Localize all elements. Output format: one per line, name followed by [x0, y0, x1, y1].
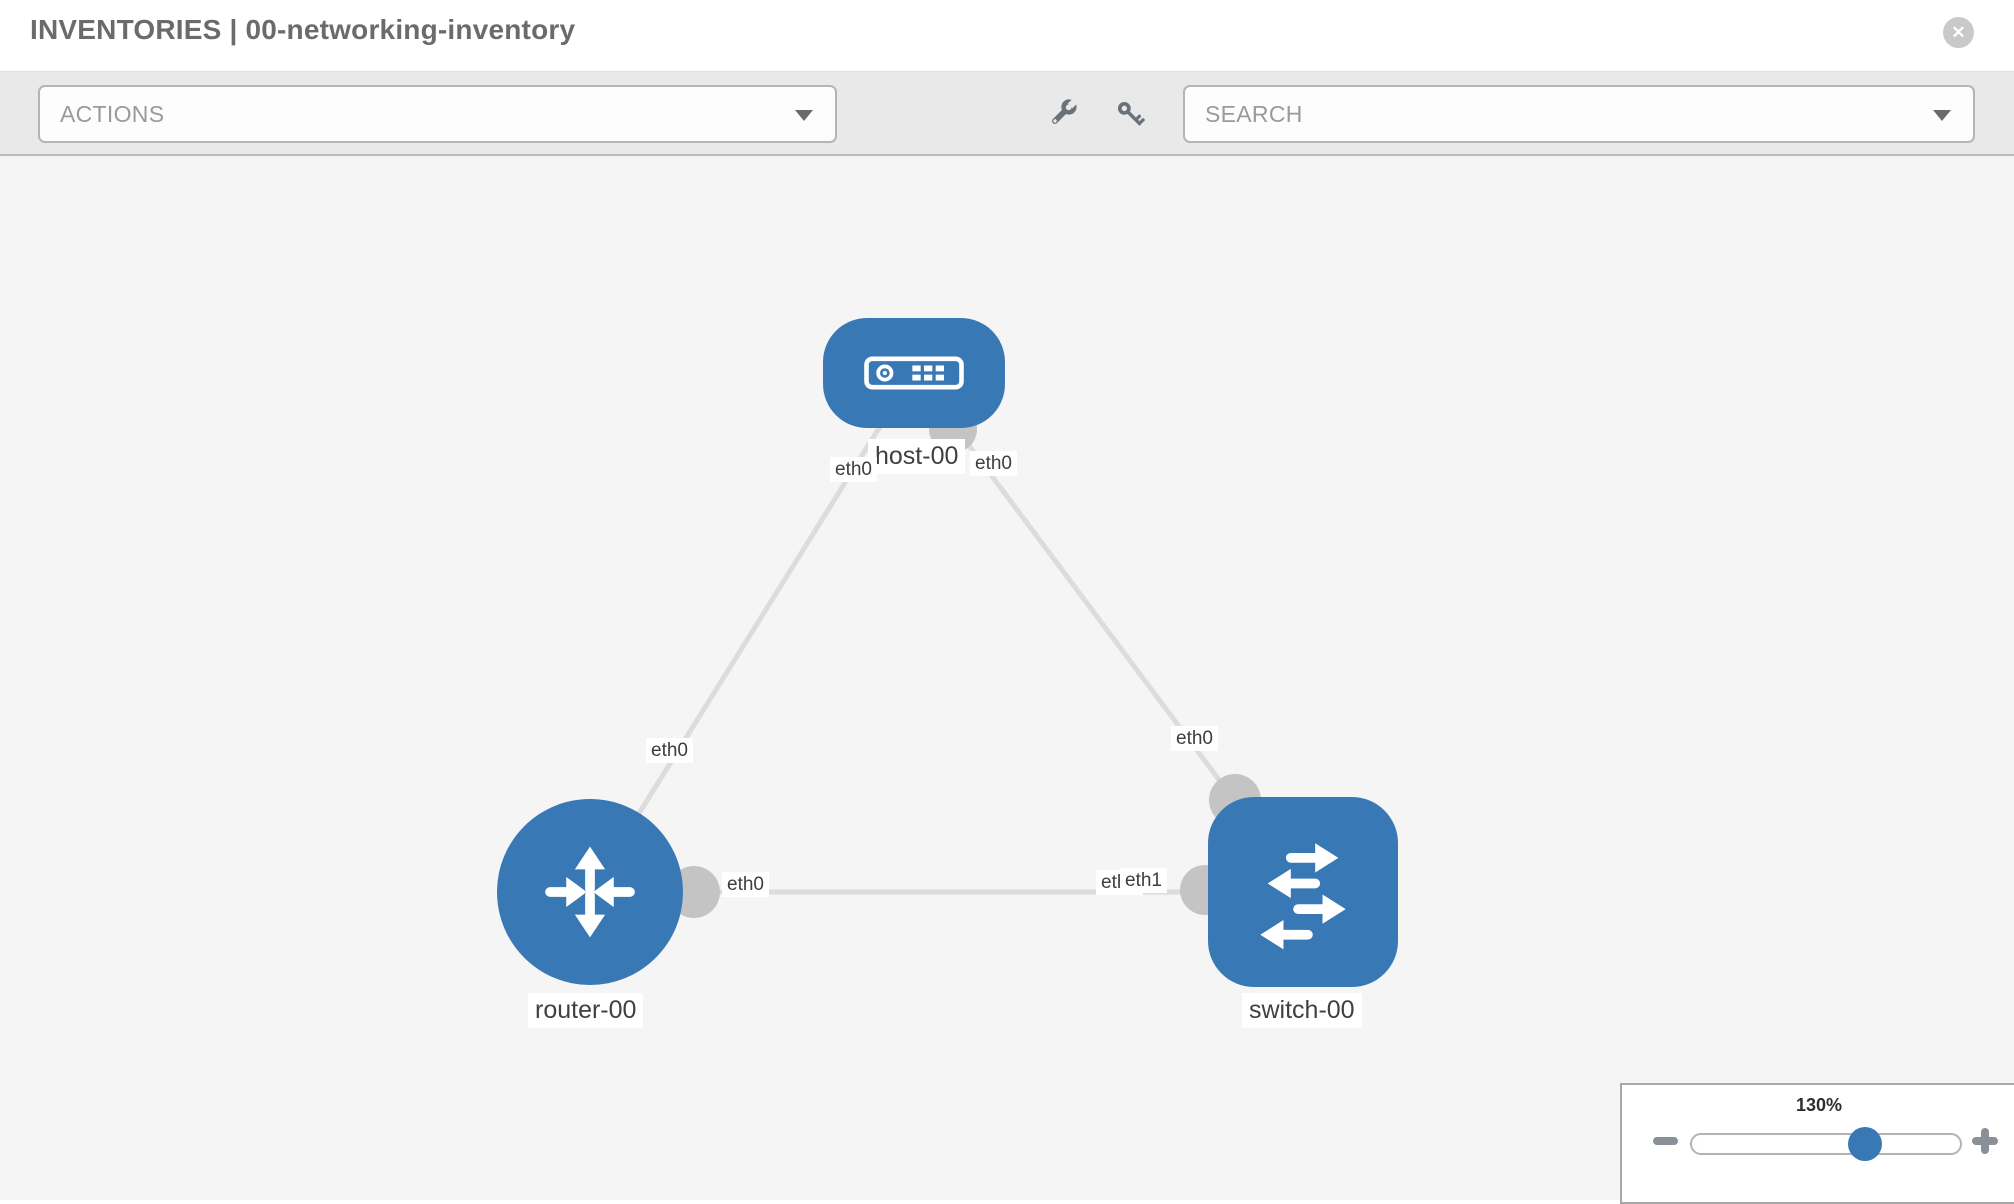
- toolbar: ACTIONS SEARCH: [0, 72, 2014, 156]
- search-dropdown[interactable]: SEARCH: [1183, 85, 1975, 143]
- switch-icon: [1260, 843, 1346, 950]
- wrench-icon: [1052, 97, 1079, 124]
- chevron-down-icon: [795, 110, 813, 121]
- zoom-out-button[interactable]: [1653, 1137, 1678, 1145]
- actions-dropdown[interactable]: ACTIONS: [38, 85, 837, 143]
- node-label-switch: switch-00: [1242, 993, 1362, 1028]
- host-icon: [864, 356, 964, 390]
- iface-label-switch-to-router: eth1: [1120, 868, 1167, 894]
- node-switch-00[interactable]: [1208, 797, 1398, 987]
- router-icon: [545, 846, 635, 938]
- node-router-00[interactable]: [497, 799, 683, 985]
- configure-button[interactable]: [1044, 94, 1082, 132]
- iface-label-router-to-switch: eth0: [722, 872, 769, 898]
- chevron-down-icon: [1933, 110, 1951, 121]
- close-icon: ✕: [1951, 23, 1966, 42]
- node-label-router: router-00: [528, 993, 644, 1028]
- node-label-host: host-00: [868, 439, 966, 474]
- zoom-slider-thumb[interactable]: [1848, 1127, 1882, 1161]
- key-button[interactable]: [1112, 96, 1150, 134]
- key-icon: [1117, 101, 1145, 126]
- node-host-00[interactable]: [823, 318, 1005, 428]
- zoom-panel: 130%: [1620, 1083, 2014, 1204]
- page-title: INVENTORIES | 00-networking-inventory: [30, 14, 576, 45]
- close-button[interactable]: ✕: [1943, 17, 1974, 48]
- zoom-slider-track[interactable]: [1690, 1127, 1962, 1161]
- zoom-in-button[interactable]: [1972, 1128, 1998, 1154]
- search-placeholder: SEARCH: [1205, 100, 1303, 127]
- iface-label-host-to-router: eth0: [830, 457, 877, 483]
- actions-dropdown-label: ACTIONS: [60, 100, 165, 127]
- iface-label-host-to-switch: eth0: [970, 451, 1017, 477]
- iface-label-router-to-host: eth0: [646, 738, 693, 764]
- topology-canvas[interactable]: host-00 router-00 switch-00 eth0 eth0 et…: [0, 156, 2014, 1200]
- zoom-level: 130%: [1795, 1095, 1843, 1115]
- iface-label-switch-to-host: eth0: [1171, 726, 1218, 752]
- topology-edges-layer: [587, 370, 1306, 918]
- app-header: INVENTORIES | 00-networking-inventory ✕: [0, 0, 2014, 72]
